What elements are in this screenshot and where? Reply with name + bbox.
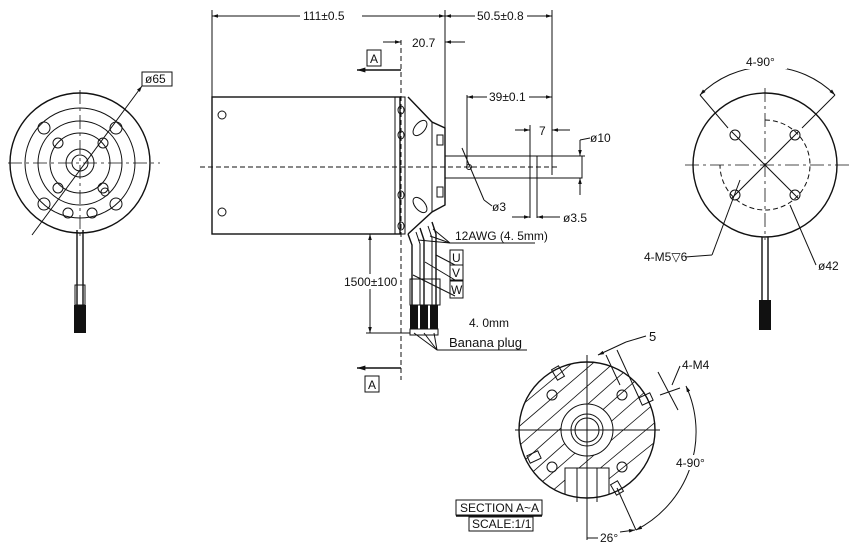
section-offset-angle-label: 26° xyxy=(600,531,618,545)
section-mark-top: A xyxy=(370,52,378,66)
keyway-position-dimension: 39±0.1 xyxy=(489,90,526,104)
section-mark-bottom: A xyxy=(368,378,376,392)
left-diameter-label: ø65 xyxy=(145,72,166,86)
plug-size-label: 4. 0mm xyxy=(469,316,509,330)
wire-gauge-label: 12AWG (4. 5mm) xyxy=(455,229,548,243)
phase-w-label: W xyxy=(451,283,463,297)
groove-diameter-label: ø3.5 xyxy=(563,211,587,225)
right-pcd-label: ø42 xyxy=(818,259,839,273)
shaft-length-dimension: 50.5±0.8 xyxy=(477,9,524,23)
section-thread-label: 4-M4 xyxy=(682,358,710,372)
length-dimension: 111±0.5 xyxy=(303,9,345,23)
shaft-diameter-label: ø10 xyxy=(590,131,611,145)
phase-v-label: V xyxy=(452,266,460,280)
left-end-view: ø65 xyxy=(8,71,173,333)
section-width-label: 5 xyxy=(649,329,656,344)
section-scale: SCALE:1/1 xyxy=(472,517,532,531)
right-angle-label: 4-90° xyxy=(746,55,775,69)
phase-u-label: U xyxy=(452,251,461,265)
left-plug-icon xyxy=(74,305,86,333)
cable-length-dimension: 1500±100 xyxy=(344,275,398,289)
hole-diameter-label: ø3 xyxy=(492,200,506,214)
section-angle-label: 4-90° xyxy=(676,456,705,470)
side-view: 111±0.5 50.5±0.8 20.7 A 39±0.1 7 ø10 ø3 xyxy=(200,8,611,393)
right-thread-label: 4-M5▽6 xyxy=(644,250,688,264)
banana-plug-label: Banana plug xyxy=(449,335,522,350)
section-view: 5 4-M4 4-90° 26° SECTION A~A SCALE:1/1 xyxy=(455,329,716,545)
right-end-view: 4-90° 4-M5▽6 ø42 xyxy=(644,55,850,330)
right-plug-icon xyxy=(759,300,771,330)
groove-dimension: 7 xyxy=(539,124,546,138)
flange-dimension: 20.7 xyxy=(412,36,436,50)
section-title: SECTION A~A xyxy=(460,501,539,515)
